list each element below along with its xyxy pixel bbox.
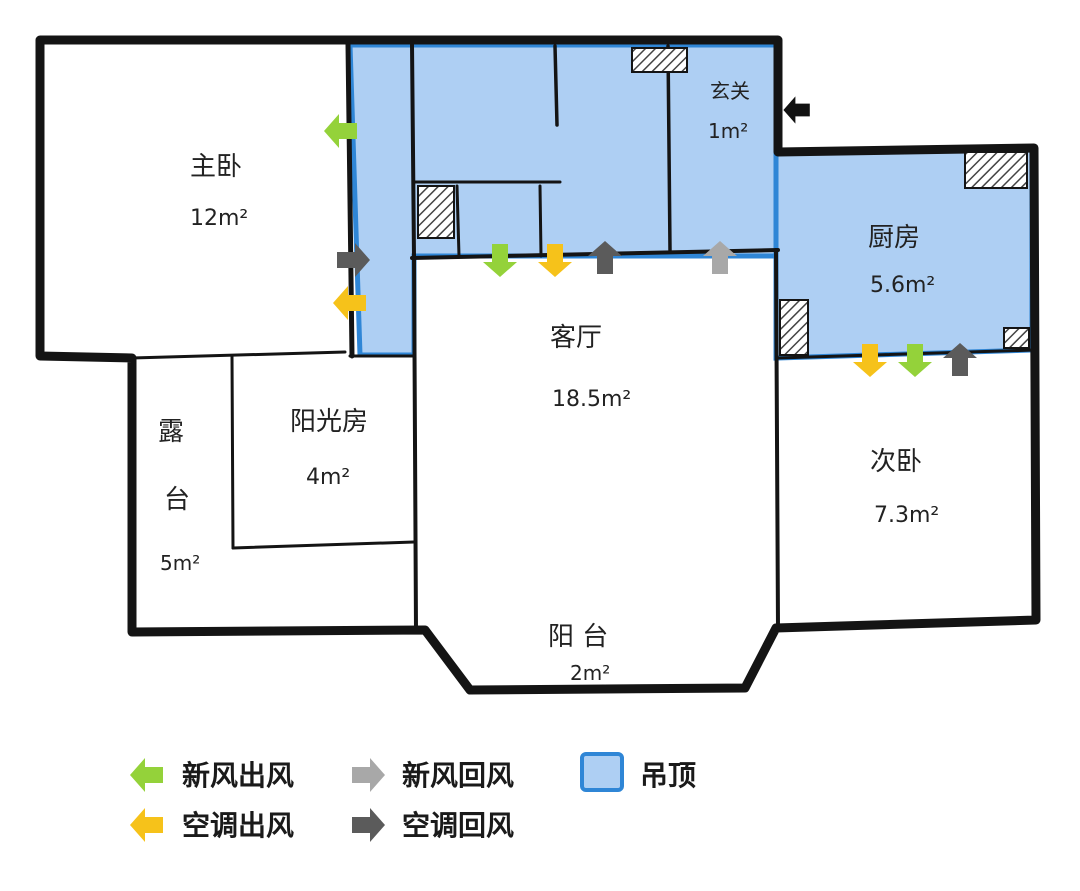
ac-supply-arrow: [538, 244, 572, 277]
room-living-room: 客厅 18.5m²: [550, 323, 631, 412]
room-name: 客厅: [550, 323, 602, 353]
ac-return-arrow: [588, 241, 622, 274]
room-area: 1m²: [708, 119, 748, 143]
legend-label: 空调回风: [402, 809, 514, 842]
legend-label: 新风回风: [402, 759, 514, 792]
fresh-supply-arrow-icon: [130, 758, 163, 792]
room-name-line2: 台: [164, 485, 190, 515]
fresh-return-arrow: [703, 241, 737, 274]
room-terrace: 露 台 5m²: [158, 417, 200, 575]
legend-label: 吊顶: [640, 759, 696, 792]
legend-item-ac-supply: 空调出风: [130, 808, 294, 842]
room-name: 主卧: [190, 152, 242, 182]
fresh-supply-arrow: [898, 344, 932, 377]
legend: 新风出风 新风回风 吊顶 空调出风 空调回风: [130, 752, 696, 842]
ac-supply-arrow-icon: [130, 808, 163, 842]
ac-return-arrow: [943, 343, 977, 376]
shaft-3: [964, 151, 1028, 189]
room-master-bedroom: 主卧 12m²: [190, 152, 248, 231]
legend-label: 空调出风: [182, 809, 294, 842]
room-area: 12m²: [190, 206, 248, 231]
fresh-supply-arrow: [324, 114, 357, 148]
black-arrow-left-icon: [783, 96, 810, 124]
fresh-return-arrow-icon: [352, 758, 385, 792]
ceiling-swatch-icon: [580, 752, 624, 792]
hatched-columns: [417, 47, 1030, 356]
room-area: 4m²: [306, 465, 350, 490]
room-name: 次卧: [870, 447, 922, 477]
room-balcony: 阳 台 2m²: [548, 622, 610, 685]
legend-item-ceiling: 吊顶: [580, 752, 696, 792]
room-name: 阳光房: [290, 407, 368, 437]
legend-item-fresh-supply: 新风出风: [130, 758, 294, 792]
room-area: 5.6m²: [870, 273, 935, 298]
ac-return-arrow-icon: [352, 808, 385, 842]
room-area: 5m²: [160, 551, 200, 575]
ac-return-arrow: [337, 243, 370, 277]
room-name-line1: 露: [158, 417, 184, 447]
legend-item-fresh-return: 新风回风: [352, 758, 514, 792]
room-sunroom: 阳光房 4m²: [290, 407, 368, 490]
legend-label: 新风出风: [182, 759, 294, 792]
room-name: 玄关: [710, 79, 750, 103]
shaft-2: [417, 185, 455, 239]
room-name: 阳 台: [548, 622, 608, 652]
room-area: 2m²: [570, 661, 610, 685]
legend-item-ac-return: 空调回风: [352, 808, 514, 842]
room-area: 7.3m²: [874, 503, 939, 528]
room-second-bedroom: 次卧 7.3m²: [870, 447, 939, 528]
shaft-4: [779, 299, 809, 356]
room-name: 厨房: [868, 223, 920, 253]
room-kitchen: 厨房 5.6m²: [868, 223, 935, 298]
ac-supply-arrow: [853, 344, 887, 377]
ac-supply-arrow: [333, 286, 366, 320]
shaft-5: [1003, 327, 1030, 349]
fresh-supply-arrow: [483, 244, 517, 277]
shaft-1: [631, 47, 688, 73]
room-area: 18.5m²: [552, 387, 631, 412]
room-entrance: 玄关 1m²: [708, 79, 750, 143]
interior-walls: [130, 41, 1036, 632]
airflow-arrows: [324, 96, 977, 377]
